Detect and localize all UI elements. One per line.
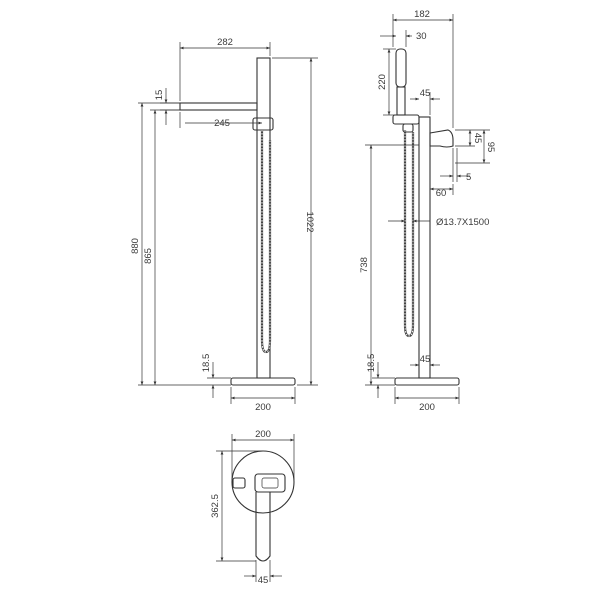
dim-18-5-side: 18.5 (201, 354, 212, 373)
dim-60: 60 (436, 188, 447, 199)
front-handset-head (395, 48, 407, 88)
dim-738: 738 (359, 257, 370, 273)
front-holder (392, 114, 420, 125)
dim-45-top: 45 (420, 88, 431, 99)
dim-95: 95 (485, 142, 496, 153)
dim-18-5-front: 18.5 (366, 354, 377, 373)
dim-362-5: 362.5 (210, 494, 221, 518)
top-view: 200 362.5 45 (210, 429, 295, 586)
side-spout (179, 102, 258, 111)
dim-5: 5 (466, 172, 471, 183)
dim-282: 282 (217, 37, 233, 48)
side-pillar (256, 57, 271, 379)
front-handset-stem (396, 86, 406, 116)
front-base (394, 377, 460, 386)
dim-220: 220 (377, 74, 388, 90)
dim-1022: 1022 (304, 211, 315, 232)
dim-45-top-view: 45 (258, 575, 269, 586)
dim-hose: Ø13.7X1500 (436, 217, 489, 228)
dim-200-top: 200 (255, 429, 271, 440)
front-body (418, 116, 431, 379)
side-base (230, 377, 296, 386)
side-hose (260, 130, 272, 354)
dim-200-side: 200 (255, 402, 271, 413)
front-view: 182 30 220 45 45 95 5 60 (359, 9, 496, 413)
dim-865: 865 (143, 248, 154, 264)
dim-45-bottom: 45 (420, 354, 431, 365)
dim-15: 15 (154, 90, 165, 101)
front-lever (429, 129, 454, 148)
dim-182: 182 (414, 9, 430, 20)
top-lever (255, 492, 271, 562)
top-holder (254, 473, 286, 493)
dim-880: 880 (130, 238, 141, 254)
dim-245: 245 (214, 118, 230, 129)
front-hose (403, 130, 415, 338)
dim-30: 30 (416, 31, 427, 42)
dim-200-front: 200 (419, 402, 435, 413)
side-view: 282 15 245 1022 880 865 18.5 2 (130, 37, 318, 413)
dim-45-lever: 45 (472, 133, 483, 144)
